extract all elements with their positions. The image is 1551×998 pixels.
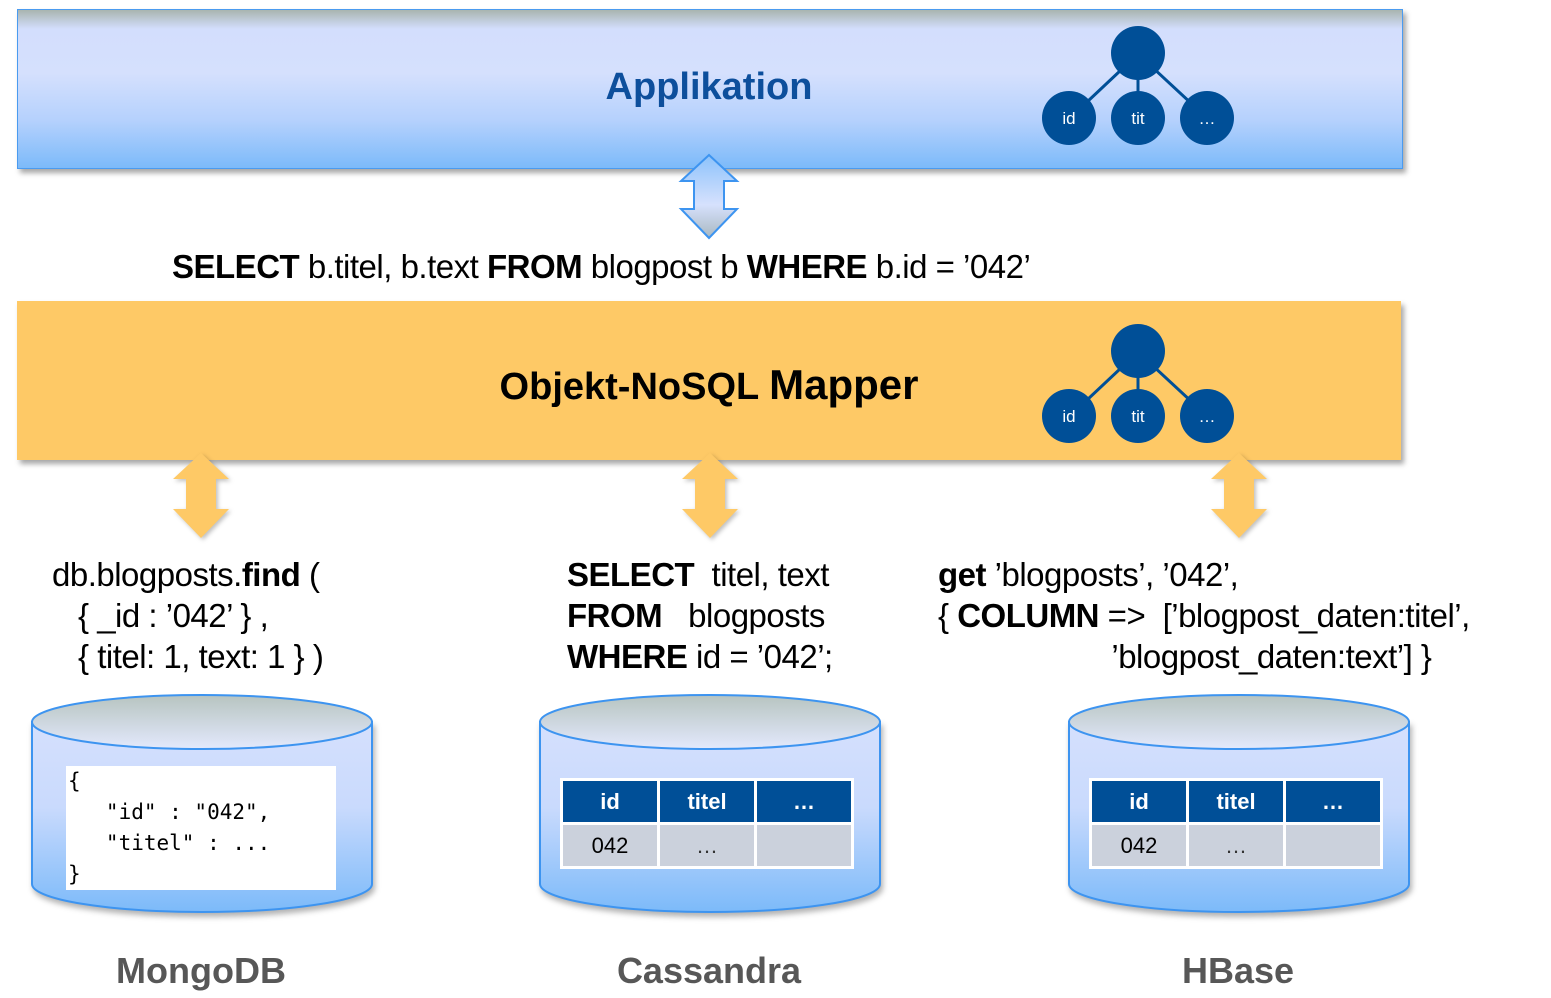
table-header-row: id titel … (563, 781, 851, 822)
json-line: "titel" : ... (68, 831, 271, 855)
table-cell: 042 (563, 825, 657, 866)
mapper-title-part2: Mapper (769, 361, 919, 408)
query-line: SELECT titel, text (567, 554, 833, 595)
mapper-mongodb-double-arrow (166, 450, 236, 550)
table-header-cell: … (757, 781, 851, 822)
table-cell: … (1189, 825, 1283, 866)
table-header-cell: titel (660, 781, 754, 822)
hbase-label: HBase (1181, 950, 1295, 991)
tree-node-id (1042, 389, 1096, 443)
query-line: get ’blogposts’, ’042’, (938, 554, 1470, 595)
tree-node-more (1180, 389, 1234, 443)
json-line: } (68, 862, 81, 886)
table-cell (757, 825, 851, 866)
query-line: { titel: 1, text: 1 } ) (52, 638, 324, 675)
mapper-title-part1: Objekt-NoSQL (499, 366, 770, 408)
sql-keyword-where: WHERE (746, 248, 868, 285)
table-header-row: id titel … (1092, 781, 1380, 822)
table-cell: 042 (1092, 825, 1186, 866)
tree-node-tit (1111, 389, 1165, 443)
cassandra-table: id titel … 042 … (560, 778, 854, 869)
tree-node-label: … (1199, 407, 1216, 426)
tree-node-label: tit (1131, 109, 1145, 128)
mongodb-query: db.blogposts.find ( { _id : ’042’ } , { … (52, 554, 324, 677)
sql-keyword-from: FROM (486, 248, 583, 285)
mongodb-json-document: { "id" : "042", "titel" : ...} (66, 766, 336, 890)
table-header-cell: titel (1189, 781, 1283, 822)
query-fragment: blogposts (662, 597, 825, 634)
sql-query: SELECT b.titel, b.text FROM blogpost b W… (172, 248, 1031, 286)
tree-node-label: id (1062, 407, 1075, 426)
mongodb-cylinder: { "id" : "042", "titel" : ...} (30, 694, 375, 924)
sql-keyword-select: SELECT (172, 248, 300, 285)
tree-node-id (1042, 91, 1096, 145)
json-line: "id" : "042", (68, 800, 271, 824)
table-row: 042 … (563, 825, 851, 866)
table-cell: … (660, 825, 754, 866)
query-fragment: ’blogposts’, ’042’, (986, 556, 1239, 593)
tree-node-label: id (1062, 109, 1075, 128)
table-header-cell: id (1092, 781, 1186, 822)
table-row: 042 … (1092, 825, 1380, 866)
tree-root-node (1111, 26, 1165, 80)
json-line: { (68, 769, 81, 793)
query-line: { _id : ’042’ } , (52, 597, 269, 634)
mongodb-label: MongoDB (116, 950, 286, 991)
mapper-title: Objekt-NoSQL Mapper (0, 361, 1418, 409)
table-cell (1286, 825, 1380, 866)
query-keyword-from: FROM (567, 597, 663, 634)
query-keyword-get: get (938, 556, 987, 593)
app-mapper-double-arrow (674, 152, 744, 252)
application-layer (17, 9, 1403, 169)
sql-fragment: blogpost b (582, 248, 747, 285)
mapper-cassandra-double-arrow (675, 450, 745, 550)
query-line: db.blogposts.find ( (52, 554, 323, 595)
mapper-object-tree: id tit … (1038, 322, 1238, 452)
query-keyword-find: find (241, 556, 301, 593)
cassandra-label: Cassandra (616, 950, 802, 991)
query-fragment: ( (300, 556, 320, 593)
query-line: { COLUMN => [’blogpost_daten:titel’, (938, 595, 1470, 636)
query-keyword-column: COLUMN (957, 597, 1100, 634)
query-fragment: db.blogposts. (52, 556, 242, 593)
mapper-hbase-double-arrow (1204, 450, 1274, 550)
tree-node-tit (1111, 91, 1165, 145)
tree-node-more (1180, 91, 1234, 145)
query-line: ’blogpost_daten:text’] } (938, 638, 1432, 675)
table-header-cell: … (1286, 781, 1380, 822)
hbase-cylinder: id titel … 042 … (1067, 694, 1412, 924)
query-line: FROM blogposts (567, 595, 833, 636)
query-fragment: => [’blogpost_daten:titel’, (1099, 597, 1471, 634)
query-fragment: { (938, 597, 958, 634)
hbase-table: id titel … 042 … (1089, 778, 1383, 869)
application-object-tree: id tit … (1038, 24, 1238, 154)
query-fragment: id = ’042’; (687, 638, 833, 675)
query-keyword-select: SELECT (567, 556, 695, 593)
table-header-cell: id (563, 781, 657, 822)
query-fragment: titel, text (694, 556, 830, 593)
query-line: WHERE id = ’042’; (567, 636, 833, 677)
query-keyword-where: WHERE (567, 638, 688, 675)
tree-node-label: tit (1131, 407, 1145, 426)
hbase-query: get ’blogposts’, ’042’,{ COLUMN => [’blo… (938, 554, 1470, 677)
tree-node-label: … (1199, 109, 1216, 128)
sql-fragment: b.id = ’042’ (867, 248, 1031, 285)
sql-fragment: b.titel, b.text (299, 248, 487, 285)
cassandra-cylinder: id titel … 042 … (538, 694, 883, 924)
tree-root-node (1111, 324, 1165, 378)
application-title: Applikation (605, 66, 813, 108)
